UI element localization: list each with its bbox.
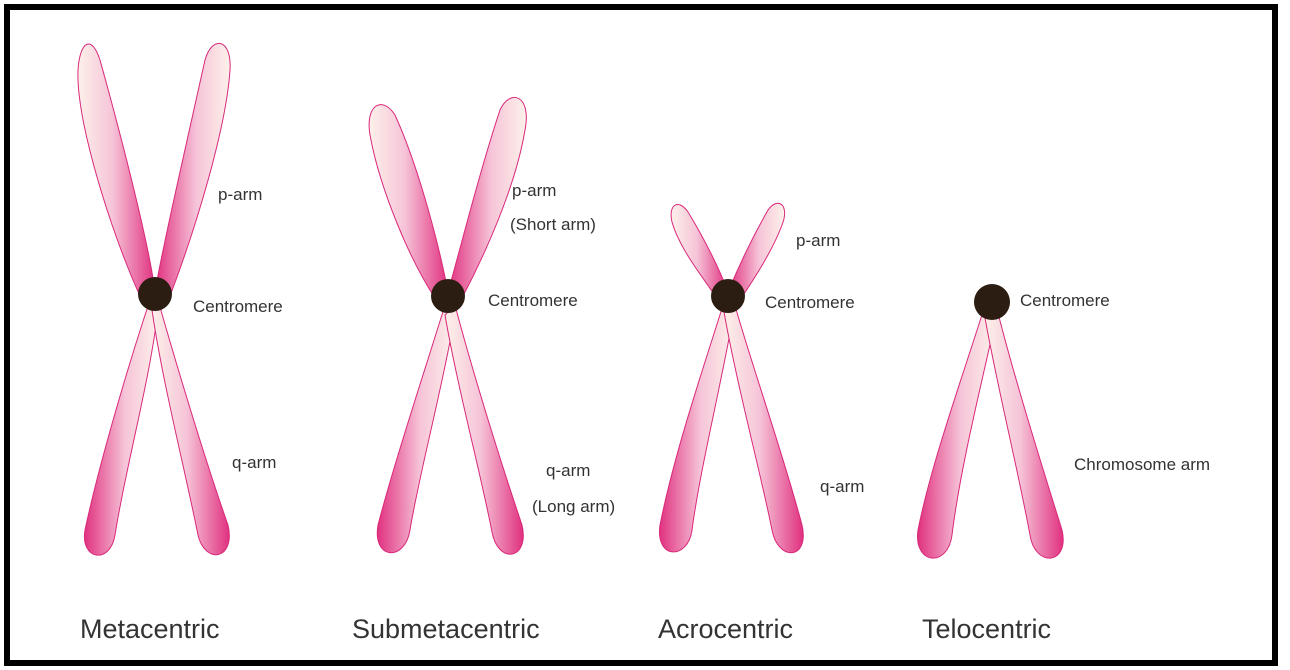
acrocentric-title: Acrocentric (658, 614, 793, 644)
arm-right (985, 305, 1063, 558)
centromere-label: Centromere (1020, 291, 1110, 310)
p-arm-left (78, 44, 155, 296)
q-arm-left (84, 300, 158, 555)
q-arm-right (724, 302, 803, 553)
centromere (711, 279, 745, 313)
arm-left (918, 305, 996, 558)
submetacentric-title: Submetacentric (352, 614, 540, 644)
telocentric-chromosome: Centromere Chromosome arm Telocentric (918, 284, 1211, 644)
centromere (974, 284, 1010, 320)
q-arm-note: (Long arm) (532, 497, 615, 516)
chromosome-arm-label: Chromosome arm (1074, 455, 1210, 474)
p-arm-right (155, 43, 230, 296)
centromere-label: Centromere (765, 293, 855, 312)
p-arm-label: p-arm (512, 181, 556, 200)
q-arm-label: q-arm (232, 453, 276, 472)
metacentric-title: Metacentric (80, 614, 220, 644)
q-arm-label: q-arm (546, 461, 590, 480)
q-arm-left (377, 305, 455, 553)
centromere-label: Centromere (193, 297, 283, 316)
q-arm-left (659, 302, 734, 552)
q-arm-right (152, 300, 229, 555)
q-arm-label: q-arm (820, 477, 864, 496)
p-arm-label: p-arm (796, 231, 840, 250)
metacentric-chromosome: p-arm Centromere q-arm Metacentric (78, 43, 283, 644)
q-arm-right (445, 305, 523, 554)
centromere (138, 277, 172, 311)
submetacentric-chromosome: p-arm (Short arm) Centromere q-arm (Long… (352, 97, 615, 644)
p-arm-note: (Short arm) (510, 215, 596, 234)
centromere (431, 279, 465, 313)
p-arm-label: p-arm (218, 185, 262, 204)
centromere-label: Centromere (488, 291, 578, 310)
p-arm-left (369, 105, 448, 298)
telocentric-title: Telocentric (922, 614, 1051, 644)
acrocentric-chromosome: p-arm Centromere q-arm Acrocentric (658, 203, 864, 644)
